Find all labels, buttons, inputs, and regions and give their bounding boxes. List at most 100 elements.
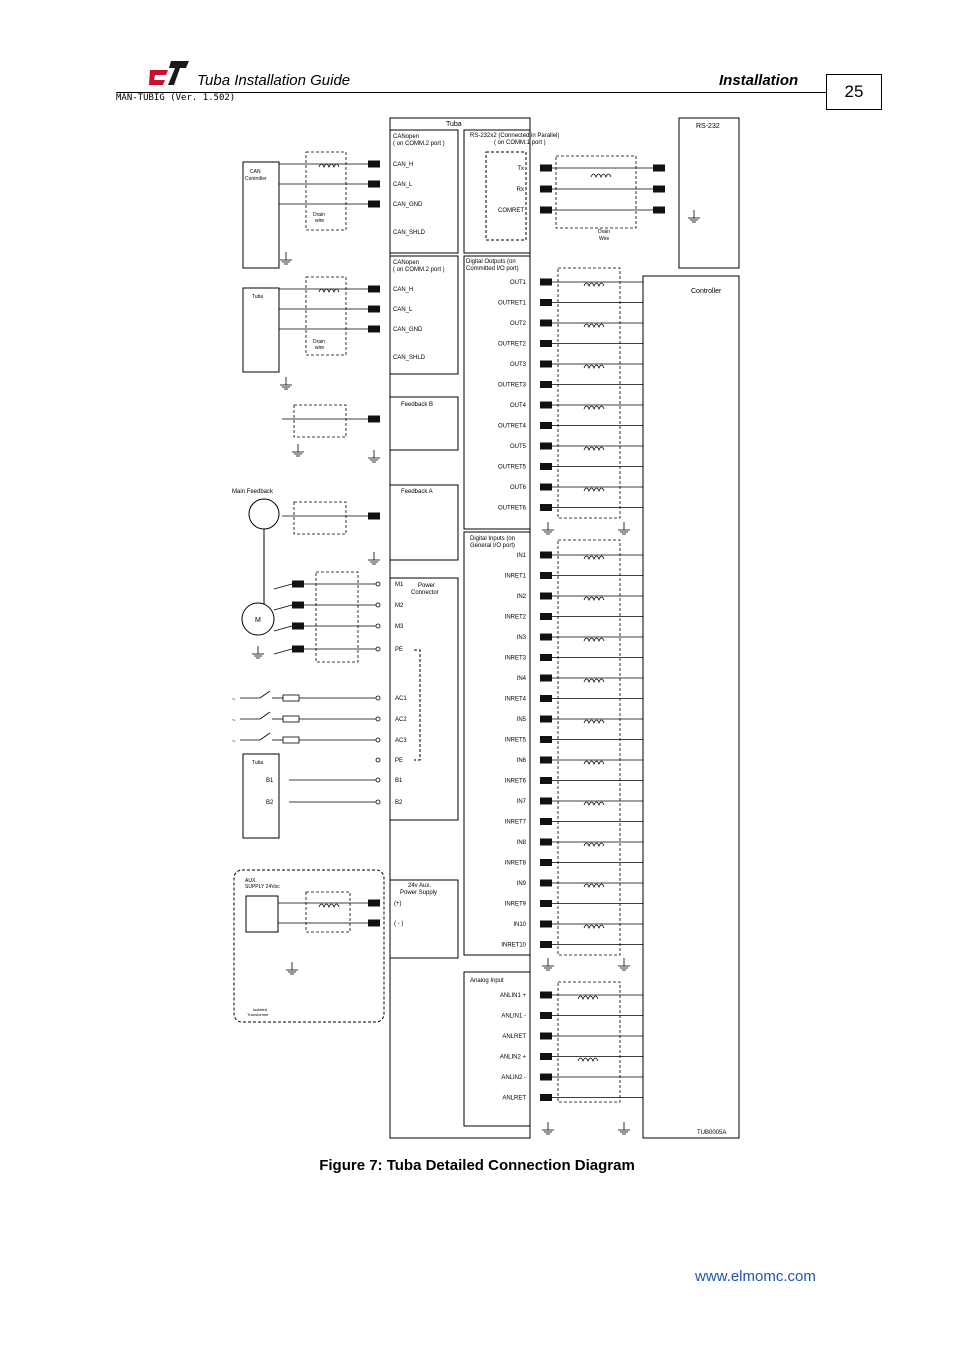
aux-pin-0: (+) — [394, 901, 402, 907]
din-pin-13: INRET7 — [505, 820, 527, 826]
canopen2-title-line2: ( on COMM.2 port ) — [393, 267, 445, 273]
digital-outputs-title-line1: Digital Outputs (on — [466, 259, 516, 265]
analog-pin-0: ANLIN1 + — [500, 993, 527, 999]
website-link[interactable]: www.elmomc.com — [695, 1268, 816, 1285]
canopen2-title-line1: CANopen — [393, 260, 419, 266]
dout-connector-5 — [540, 381, 552, 388]
dout-pin-0: OUT1 — [510, 280, 527, 286]
dout-connector-2 — [540, 319, 552, 327]
analog-connector-4 — [540, 1073, 552, 1081]
analog-connector-3 — [540, 1053, 552, 1060]
rs232-pin-0: Tx — [517, 166, 524, 172]
digital-inputs-block — [463, 531, 531, 956]
dout-connector-10 — [540, 483, 552, 491]
din-connector-4 — [540, 633, 552, 641]
ac-symbol-0: ~ — [232, 697, 236, 703]
canopen1-block — [389, 129, 459, 254]
motor-symbol — [241, 602, 275, 636]
elmo-logo — [149, 58, 191, 95]
digital-inputs-title-line1: Digital Inputs (on — [470, 536, 515, 542]
can2-connector-1 — [368, 305, 380, 313]
motor-feed-3 — [273, 648, 293, 655]
din-coil-0 — [583, 555, 605, 561]
can2-pin-0: CAN_H — [393, 287, 413, 293]
motor-lead-2 — [292, 622, 304, 630]
can1-connector-0 — [368, 160, 380, 168]
main-feedback-label: Main Feedback — [232, 489, 274, 495]
analog-coil-2 — [577, 1057, 599, 1063]
din-connector-2 — [540, 592, 552, 600]
din-coil-14 — [583, 842, 605, 848]
analog-pin-5: ANLRET — [502, 1096, 526, 1102]
din-connector-11 — [540, 777, 552, 784]
main-feedback-encoder — [248, 498, 280, 530]
dout-pin-3: OUTRET2 — [498, 342, 527, 348]
power-terminal-7 — [375, 757, 381, 763]
power-terminal-8 — [375, 777, 381, 783]
motor-feed-2 — [273, 625, 293, 632]
dout-connector-8 — [540, 442, 552, 450]
canopen1-title-line2: ( on COMM.2 port ) — [393, 141, 445, 147]
can1-pin-0: CAN_H — [393, 162, 413, 168]
can2-pin-1: CAN_L — [393, 307, 413, 313]
drain-wire-rs-label-b: Wire — [599, 236, 609, 242]
dout-connector-7 — [540, 422, 552, 429]
aux-coil — [318, 903, 340, 909]
ac-switch-2 — [259, 732, 271, 741]
aux-psu-box — [245, 895, 279, 933]
dout-connector-6 — [540, 401, 552, 409]
dout-connector-1 — [540, 299, 552, 306]
motor-feed-0 — [273, 583, 293, 590]
rs232-title-line1: RS-232x2 (Connected in Parallel) — [470, 133, 559, 139]
connection-diagram-svg: CAN_HCAN_LCAN_GNDCAN_SHLDCAN_HCAN_LCAN_G… — [232, 117, 740, 1139]
dout-pin-11: OUTRET6 — [498, 506, 527, 512]
document-title: Tuba Installation Guide — [197, 72, 351, 89]
din-pin-5: INRET3 — [505, 656, 527, 662]
din-connector-9 — [540, 736, 552, 743]
dout-connector-4 — [540, 360, 552, 368]
aux-supply-block — [389, 879, 459, 959]
power-terminal-0 — [375, 581, 381, 587]
motor-shield — [315, 571, 359, 663]
tuba-external-box-1 — [242, 287, 280, 373]
power-pin-7: PE — [395, 758, 403, 764]
rs232-host-connector-1 — [653, 185, 665, 193]
aux-pin-1: ( - ) — [394, 921, 403, 927]
power-terminal-5 — [375, 716, 381, 722]
can2-connector-2 — [368, 325, 380, 333]
controller-box — [642, 275, 740, 1139]
rs232-title-line2: ( on COMM.1 port ) — [494, 140, 546, 146]
rs232-connector-0 — [540, 164, 552, 172]
can1-connector-1 — [368, 180, 380, 188]
power-terminal-3 — [375, 646, 381, 652]
isolated-transformer-label-2: Transformer — [247, 1012, 269, 1017]
analog-pin-1: ANLIN1 - — [501, 1014, 526, 1020]
motor-lead-3 — [292, 645, 304, 653]
dout-coil-0 — [583, 282, 605, 288]
ac-symbol-2: ~ — [232, 739, 236, 745]
can2-twisted-pair-coil — [318, 288, 340, 294]
fuse-2 — [282, 736, 300, 744]
power-pin-0: M1 — [395, 582, 404, 588]
ac-symbol-1: ~ — [232, 718, 236, 724]
din-pin-9: INRET5 — [505, 738, 527, 744]
din-connector-16 — [540, 879, 552, 887]
power-terminal-6 — [375, 737, 381, 743]
analog-block — [463, 971, 531, 1127]
canopen1-title-line1: CANopen — [393, 134, 419, 140]
power-title-line1: Power — [418, 583, 435, 589]
dout-pin-6: OUT4 — [510, 403, 527, 409]
power-pin-3: PE — [395, 647, 403, 653]
rs232-host-label: RS-232 — [696, 123, 720, 130]
din-pin-16: IN9 — [517, 881, 527, 887]
isolated-transformer-label-1: Isolated — [253, 1007, 267, 1012]
can1-pin-2: CAN_GND — [393, 202, 423, 208]
din-connector-15 — [540, 859, 552, 866]
can2-shield — [305, 276, 347, 356]
din-connector-14 — [540, 838, 552, 846]
din-coil-2 — [583, 596, 605, 602]
analog-coil-1 — [577, 995, 599, 1001]
dout-coil-4 — [583, 364, 605, 370]
din-pin-17: INRET9 — [505, 902, 527, 908]
